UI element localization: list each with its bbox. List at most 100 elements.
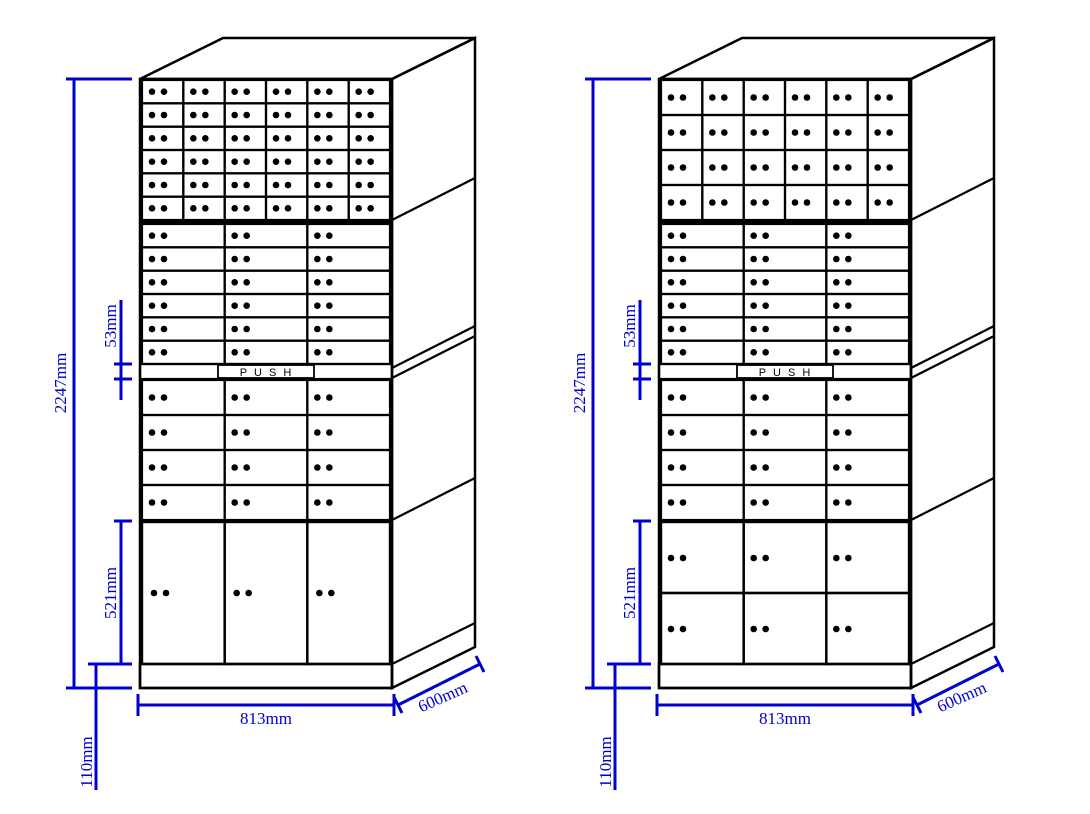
keyhole-dot [679,232,687,239]
keyhole-dot [231,325,238,333]
keyhole-dot [160,88,168,95]
keyhole-dot [231,158,238,165]
keyhole-dot [845,302,852,309]
keyhole-dot [886,94,893,101]
keyhole-dot [314,464,321,471]
keyhole-dot [243,181,250,189]
side-section-line [910,335,995,379]
keyhole-dot [355,135,362,142]
keyhole-dot [150,589,158,597]
keyhole-dot [762,499,769,506]
keyhole-dot [845,464,852,471]
keyhole-dot [284,158,292,165]
keyhole-dot [833,129,840,136]
keyhole-dot [874,94,881,101]
drawer-cell [866,183,911,222]
keyhole-dot [762,302,769,309]
keyhole-dot [231,135,238,142]
keyhole-dot [762,325,769,333]
keyhole-dot [233,589,240,597]
keyhole-dot [314,499,321,506]
side-section-line [391,477,476,521]
keyhole-dot [679,94,687,101]
keyhole-dot [231,279,238,286]
keyhole-dot [833,349,840,356]
keyhole-dot [886,129,893,136]
keyhole-dot [355,205,362,212]
keyhole-dot [243,158,250,165]
push-strip [657,362,913,381]
keyhole-dot [833,464,840,471]
keyhole-dot [667,255,675,263]
keyhole-dot [667,199,675,206]
keyhole-dot [202,135,209,142]
keyhole-dot [160,349,168,356]
keyhole-dot [833,325,840,333]
keyhole-dot [721,129,728,136]
keyhole-dot [679,199,687,206]
keyhole-dot [190,181,197,189]
keyhole-dot [845,232,852,239]
push-label-box [217,364,315,379]
keyhole-dot [750,129,757,136]
keyhole-dot [833,554,840,562]
keyhole-dot [326,429,333,436]
keyhole-dot [314,279,321,286]
keyhole-dot [367,181,374,189]
keyhole-dot [314,205,321,212]
keyhole-dot [272,181,280,189]
keyhole-dot [803,94,811,101]
keyhole-dot [762,429,769,436]
drawer-height-label: 53mm [620,304,639,347]
keyhole-dot [833,394,840,401]
keyhole-dot [833,94,840,101]
side-section-line [910,477,995,521]
keyhole-dot [160,394,168,401]
keyhole-dot [367,205,374,212]
keyhole-dot [762,279,769,286]
keyhole-dot [750,499,757,506]
keyhole-dot [833,499,840,506]
keyhole-dot [148,135,156,142]
keyhole-dot [667,349,675,356]
keyhole-dot [845,349,852,356]
keyhole-dot [243,88,250,95]
keyhole-dot [284,88,292,95]
keyhole-dot [314,394,321,401]
keyhole-dot [679,255,687,263]
keyhole-dot [709,199,716,206]
keyhole-dot [190,205,197,212]
keyhole-dot [243,429,250,436]
keyhole-dot [326,88,333,95]
keyhole-dot [314,232,321,239]
keyhole-dot [243,394,250,401]
keyhole-dot [667,164,675,171]
keyhole-dot [190,135,197,142]
keyhole-dot [750,255,757,263]
keyhole-dot [667,302,675,309]
keyhole-dot [148,181,156,189]
keyhole-dot [667,129,675,136]
large-box [825,591,911,666]
keyhole-dot [886,164,893,171]
keyhole-dot [845,554,852,562]
depth-dimension-line [916,662,1000,707]
keyhole-dot [243,302,250,309]
keyhole-dot [160,181,168,189]
base-height-label: 110mm [77,736,96,787]
keyhole-dot [231,111,238,119]
keyhole-dot [272,111,280,119]
keyhole-dot [326,181,333,189]
keyhole-dot [314,302,321,309]
cabinet-base [657,662,913,690]
keyhole-dot [791,129,799,136]
keyhole-dot [667,499,675,506]
keyhole-dot [148,232,156,239]
depth-extension-back [993,655,1005,673]
keyhole-dot [326,464,333,471]
keyhole-dot [355,158,362,165]
keyhole-dot [272,135,280,142]
keyhole-dot [750,429,757,436]
